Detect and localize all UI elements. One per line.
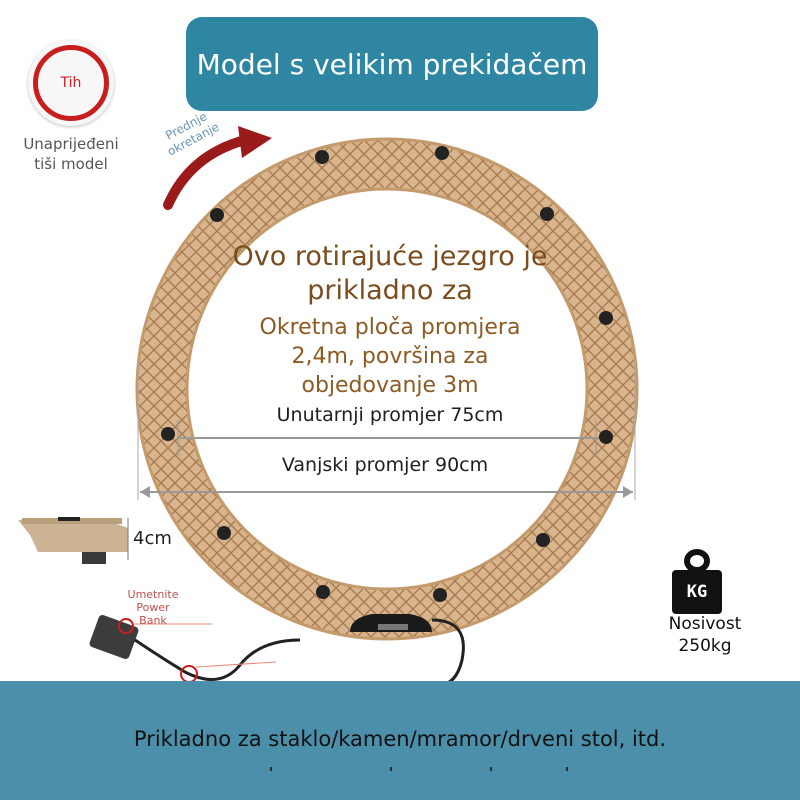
power-cable-icon xyxy=(89,614,301,683)
outer-diameter-label: Vanjski promjer 90cm xyxy=(281,454,489,476)
powerbank-label-line1: Umetnite xyxy=(127,588,179,601)
roller-balls xyxy=(161,146,613,602)
core-heading-line2: prikladno za xyxy=(307,275,473,306)
footer-band: Prikladno za staklo/kamen/mramor/drveni … xyxy=(0,681,800,800)
outer-diameter-line xyxy=(137,360,636,500)
inner-diameter-line xyxy=(177,420,597,456)
quiet-badge-icon: Tih xyxy=(28,40,114,126)
rotation-arrow-icon xyxy=(163,126,272,210)
page-title: Model s velikim prekidačem xyxy=(196,47,588,81)
plate-text: Okretna ploča promjera 2,4m, površina za… xyxy=(190,313,590,400)
footer-dots xyxy=(270,767,570,771)
quiet-badge-label: Tih xyxy=(60,75,82,91)
load-capacity-line2: 250kg xyxy=(678,636,732,656)
powerbank-label-line3: Bank xyxy=(139,614,167,627)
footer-text: Prikladno za staklo/kamen/mramor/drveni … xyxy=(133,727,667,751)
quiet-caption-line2: tiši model xyxy=(34,155,108,173)
core-heading: Ovo rotirajuće jezgro je prikladno za xyxy=(190,240,590,308)
plate-text-line2: 2,4m, površina za xyxy=(291,344,489,369)
load-capacity-label: Nosivost 250kg xyxy=(642,613,768,657)
kg-badge-label: KG xyxy=(686,582,708,602)
inner-diameter-label: Unutarnji promjer 75cm xyxy=(276,404,504,426)
powerbank-label-line2: Power xyxy=(136,601,170,614)
profile-view xyxy=(18,517,129,564)
quiet-caption: Unaprijeđeni tiši model xyxy=(8,134,134,174)
title-banner: Model s velikim prekidačem xyxy=(186,17,598,111)
quiet-badge-ring: Tih xyxy=(33,45,109,121)
load-capacity-line1: Nosivost xyxy=(668,614,742,634)
plate-text-line1: Okretna ploča promjera xyxy=(259,315,521,340)
height-label: 4cm xyxy=(133,528,172,549)
quiet-caption-line1: Unaprijeđeni xyxy=(23,135,119,153)
plate-text-line3: objedovanje 3m xyxy=(301,373,479,398)
kg-weight-icon: KG xyxy=(672,570,722,614)
powerbank-label: Umetnite Power Bank xyxy=(118,588,188,627)
core-heading-line1: Ovo rotirajuće jezgro je xyxy=(232,241,548,272)
